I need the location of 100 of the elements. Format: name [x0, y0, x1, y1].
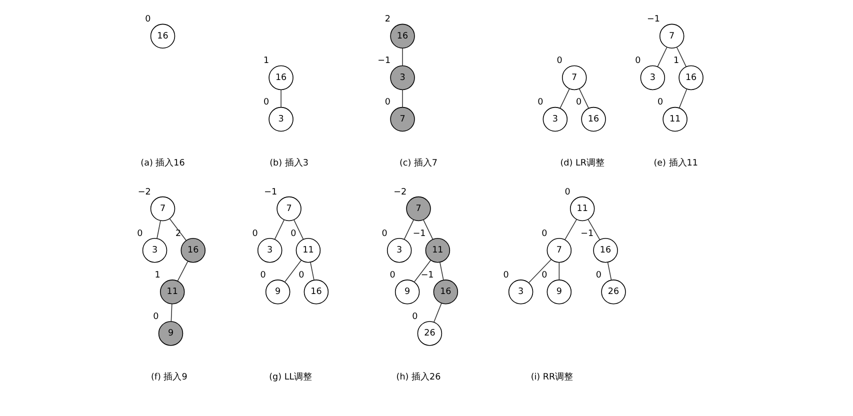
connector: [414, 260, 432, 282]
connector: [434, 302, 442, 323]
connector: [558, 262, 560, 280]
connector: [280, 89, 282, 108]
node-label: −2: [138, 187, 151, 198]
connector: [578, 88, 589, 108]
node-circle: 11: [425, 238, 450, 263]
node-label: −1: [420, 270, 434, 280]
node-circle: 26: [417, 321, 442, 346]
connector: [607, 262, 612, 280]
node-circle: 16: [593, 238, 618, 263]
node-circle: 9: [158, 321, 184, 346]
node-circle: 9: [394, 280, 420, 304]
connector: [404, 219, 414, 240]
node-circle: 3: [542, 106, 568, 132]
label: (g) LL调整: [269, 372, 312, 383]
node-label: 0: [538, 98, 544, 108]
node-circle: 16: [180, 238, 206, 263]
connector: [676, 46, 686, 67]
node-label: 0: [635, 56, 641, 66]
node-label: −2: [394, 187, 407, 198]
node-circle: 9: [546, 280, 572, 304]
node-label: 0: [153, 312, 159, 322]
node-circle: 7: [659, 24, 684, 49]
connector: [284, 260, 302, 282]
node-label: 0: [260, 270, 266, 280]
node-label: 0: [596, 270, 602, 280]
node-circle: 3: [390, 65, 415, 90]
label: (e) 插入11: [654, 158, 698, 168]
connector: [274, 219, 284, 240]
node-label: −1: [647, 14, 660, 25]
node-label: 2: [384, 14, 391, 25]
node-circle: 16: [304, 280, 329, 304]
label: (h) 插入26: [396, 372, 441, 383]
connector: [294, 219, 304, 240]
node-label: 0: [382, 228, 388, 239]
node-circle: 11: [570, 196, 595, 222]
node-label: 2: [176, 228, 182, 239]
node-circle: 3: [268, 106, 294, 132]
node-circle: 7: [276, 196, 302, 222]
label: (b) 插入3: [270, 158, 308, 168]
node-label: 0: [384, 98, 391, 108]
connector: [560, 88, 570, 108]
connector: [177, 260, 188, 282]
node-circle: 16: [268, 65, 294, 90]
node-circle: 16: [581, 106, 606, 132]
node-circle: 16: [390, 24, 415, 49]
node-label: 1: [673, 56, 680, 66]
connector: [678, 88, 688, 108]
node-label: −1: [412, 228, 426, 239]
node-circle: 11: [296, 238, 321, 263]
node-circle: 3: [508, 280, 534, 304]
label: (i) RR调整: [530, 372, 574, 383]
connector: [657, 46, 668, 67]
connector: [170, 304, 172, 322]
node-circle: 26: [601, 280, 626, 304]
node-circle: 7: [562, 65, 587, 90]
node-label: 0: [576, 98, 582, 108]
node-label: 0: [290, 228, 296, 239]
connector: [528, 259, 552, 284]
node-label: 0: [298, 270, 304, 280]
label: (d) LR调整: [560, 158, 604, 168]
node-label: 0: [412, 312, 418, 322]
node-label: 1: [263, 56, 270, 66]
label: (f) 插入9: [150, 372, 188, 383]
connector: [402, 89, 403, 108]
node-label: 0: [542, 270, 548, 280]
connector: [564, 219, 578, 240]
node-label: 0: [263, 98, 270, 108]
node-label: 1: [154, 270, 160, 280]
label: (a) 插入16: [140, 158, 185, 168]
node-circle: 7: [546, 238, 572, 263]
node-circle: 7: [150, 196, 176, 222]
node-label: 0: [542, 228, 548, 239]
connector: [169, 218, 187, 241]
node-label: 0: [252, 228, 258, 239]
node-circle: 16: [433, 280, 458, 304]
node-circle: 16: [678, 65, 704, 90]
node-label: 0: [556, 56, 562, 66]
node-label: 0: [137, 228, 143, 239]
node-circle: 3: [386, 238, 412, 263]
node-circle: 3: [257, 238, 282, 263]
node-label: −1: [264, 187, 278, 198]
node-circle: 11: [662, 106, 688, 132]
node-label: 0: [390, 270, 396, 280]
connector: [440, 262, 444, 280]
node-circle: 9: [265, 280, 290, 304]
node-circle: 7: [390, 106, 415, 132]
connector: [156, 220, 161, 239]
node-label: 0: [564, 187, 570, 198]
node-circle: 3: [640, 65, 666, 90]
node-label: −1: [580, 228, 594, 239]
connector: [310, 262, 314, 280]
node-label: −1: [378, 56, 391, 66]
node-circle: 11: [160, 280, 185, 304]
label: (c) 插入7: [399, 158, 438, 168]
connector: [588, 219, 600, 240]
connector: [402, 48, 403, 66]
node-circle: 16: [150, 24, 176, 49]
node-label: 0: [657, 98, 664, 108]
